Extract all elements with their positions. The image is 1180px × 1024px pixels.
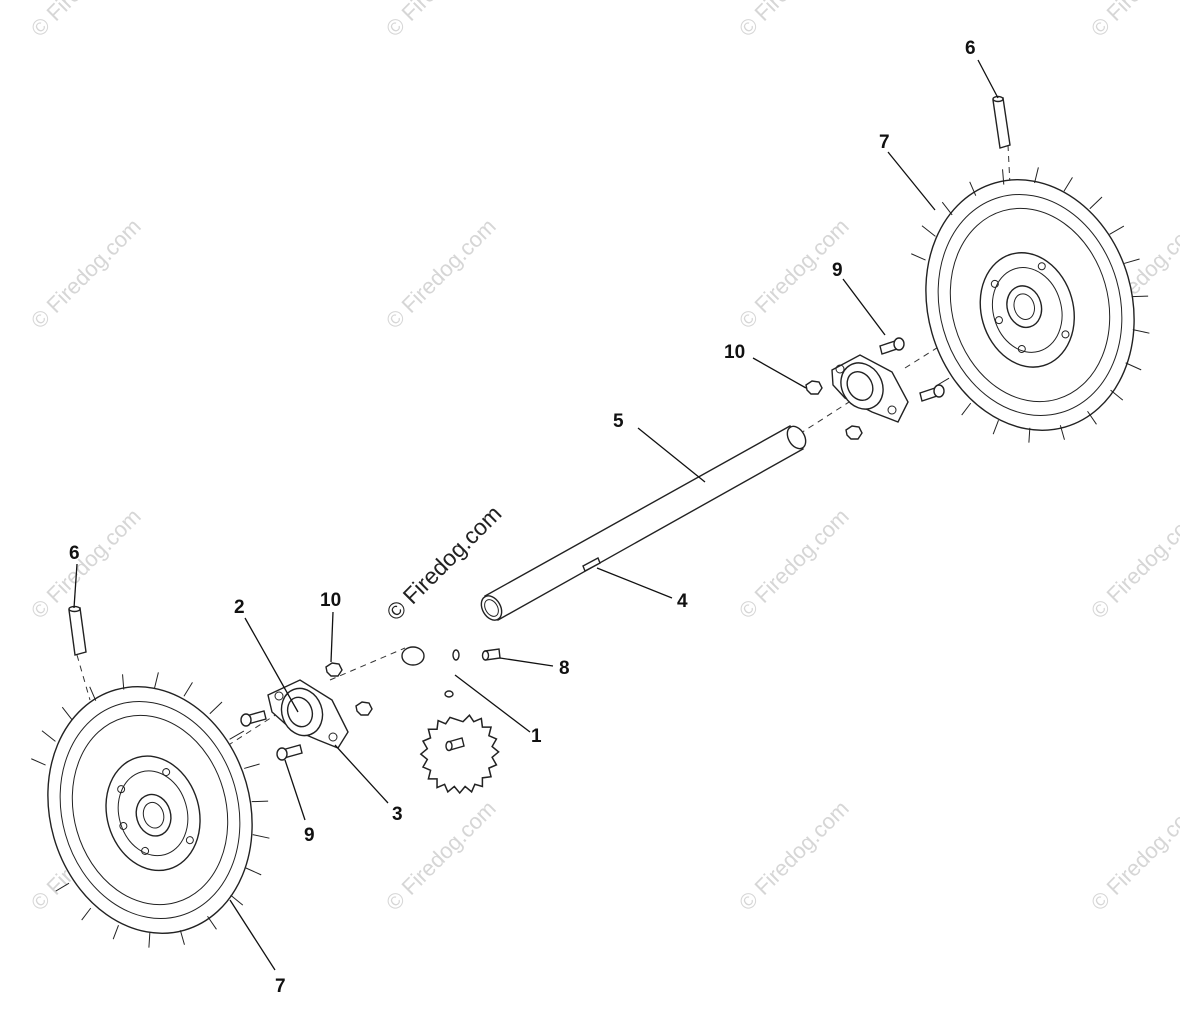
watermark: © Firedog.com bbox=[734, 504, 854, 624]
callout-6-left: 6 bbox=[69, 543, 80, 564]
watermark: © Firedog.com bbox=[1086, 504, 1180, 624]
callout-7-left: 7 bbox=[275, 976, 286, 997]
hex-nuts bbox=[325, 380, 863, 716]
leader-lines bbox=[73, 59, 999, 971]
shaft-key bbox=[582, 557, 601, 572]
flange-bearing-left bbox=[267, 679, 349, 749]
watermark: © Firedog.com bbox=[1086, 796, 1180, 916]
flange-bearing-right bbox=[831, 354, 909, 423]
callout-10-right: 10 bbox=[724, 342, 745, 363]
watermark: © Firedog.com bbox=[381, 214, 501, 334]
wheel-left bbox=[31, 672, 270, 948]
sprocket bbox=[401, 646, 500, 795]
roll-pin-right bbox=[992, 95, 1011, 186]
watermark: © Firedog.com bbox=[26, 214, 146, 334]
callout-2: 2 bbox=[234, 597, 245, 618]
callout-1: 1 bbox=[531, 726, 542, 747]
callout-9-right: 9 bbox=[832, 260, 843, 281]
watermark: © Firedog.com bbox=[734, 0, 854, 42]
callout-6-right: 6 bbox=[965, 38, 976, 59]
callout-9-left: 9 bbox=[304, 825, 315, 846]
watermark: © Firedog.com bbox=[26, 0, 146, 42]
callout-labels: 1 2 3 4 5 6 6 7 7 8 9 9 10 10 bbox=[69, 38, 976, 997]
callout-10-left: 10 bbox=[320, 590, 341, 611]
axle-shaft bbox=[480, 425, 807, 621]
watermark: © Firedog.com bbox=[1086, 0, 1180, 42]
watermark: © Firedog.com bbox=[734, 796, 854, 916]
callout-3: 3 bbox=[392, 804, 403, 825]
watermark: © Firedog.com bbox=[26, 504, 146, 624]
callout-7-right: 7 bbox=[879, 132, 890, 153]
carriage-bolts bbox=[240, 337, 945, 761]
roll-pin-left bbox=[68, 605, 91, 701]
callout-5: 5 bbox=[613, 411, 624, 432]
callout-8: 8 bbox=[559, 658, 570, 679]
callout-4: 4 bbox=[677, 591, 688, 612]
watermark: © Firedog.com bbox=[381, 0, 501, 42]
wheel-right bbox=[911, 167, 1150, 443]
